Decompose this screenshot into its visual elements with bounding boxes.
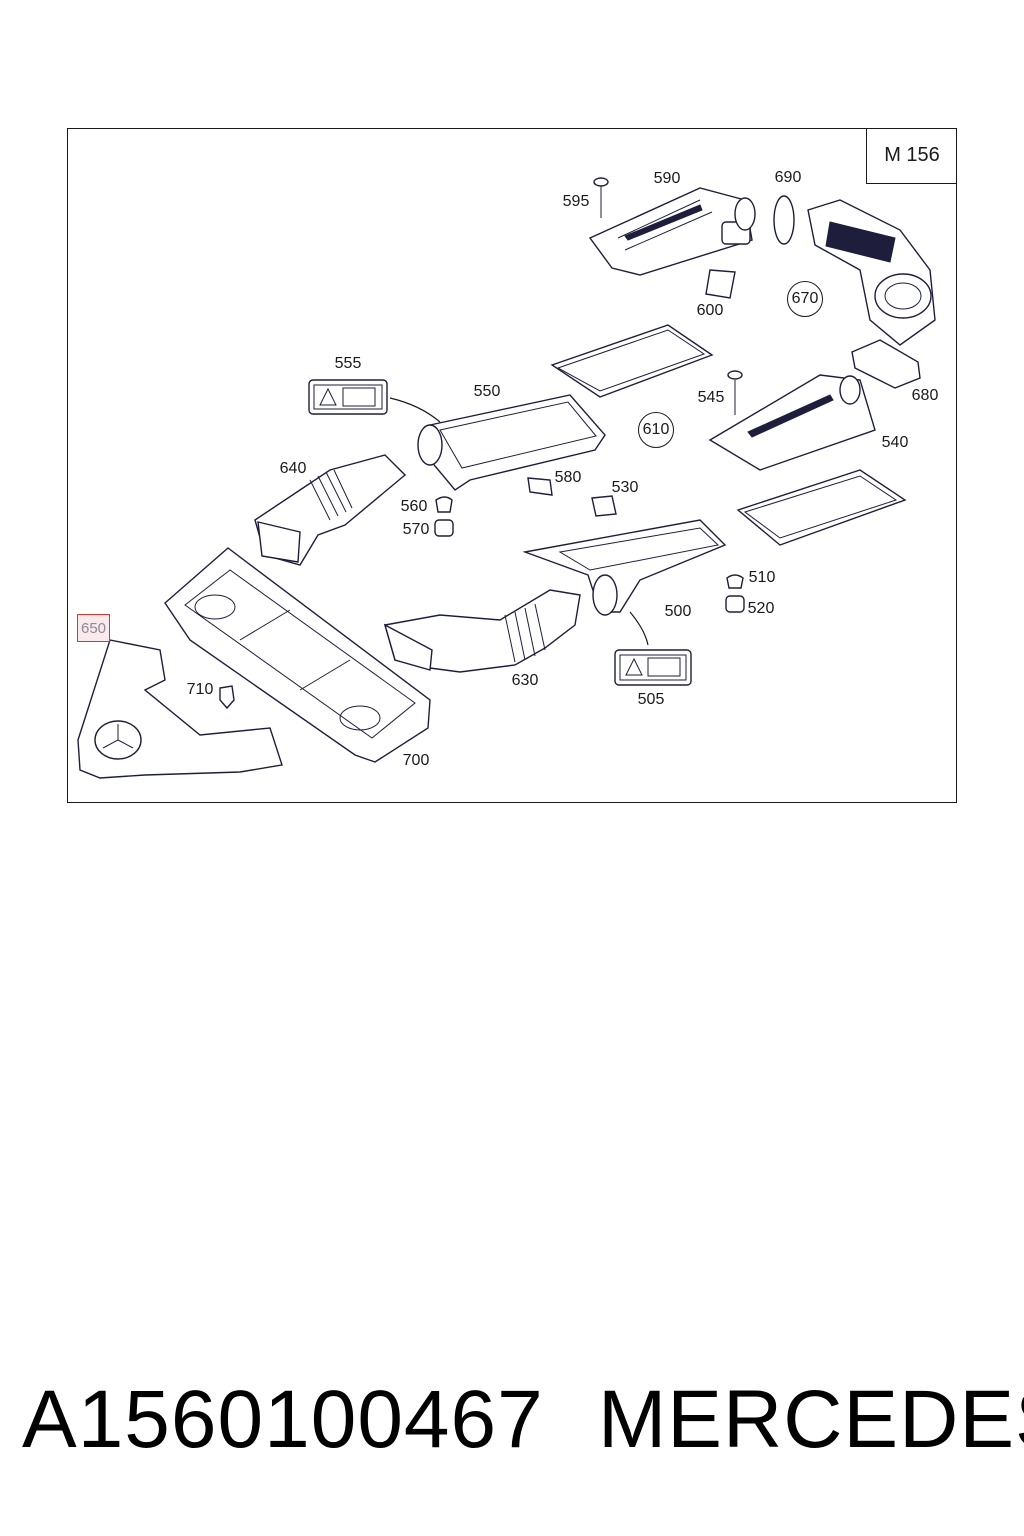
part-number: A1560100467 <box>22 1374 544 1465</box>
callout-610[interactable]: 610 <box>638 412 674 448</box>
callout-650-highlighted[interactable]: 650 <box>77 614 110 642</box>
callout-530[interactable]: 530 <box>611 479 639 496</box>
callout-570[interactable]: 570 <box>402 521 430 538</box>
part-510-clip <box>726 574 744 589</box>
part-610-filter-upper <box>550 324 714 398</box>
part-555-label <box>308 379 388 415</box>
part-550-airbox-housing <box>417 394 606 491</box>
part-670-intake-duct <box>807 199 936 346</box>
part-545-bolt <box>727 370 743 415</box>
part-710-clip <box>219 685 235 710</box>
brand-name: MERCEDES <box>598 1374 1024 1465</box>
part-560-clip <box>435 496 453 513</box>
part-540-airbox-cover <box>708 374 876 471</box>
callout-580[interactable]: 580 <box>554 469 582 486</box>
part-530-clip <box>591 495 617 517</box>
callout-555[interactable]: 555 <box>334 355 362 372</box>
part-505-label <box>614 649 692 686</box>
part-680-gasket <box>851 339 921 389</box>
callout-595[interactable]: 595 <box>562 193 590 210</box>
callout-540[interactable]: 540 <box>881 434 909 451</box>
callout-500[interactable]: 500 <box>664 603 692 620</box>
part-630-hose <box>383 589 581 673</box>
part-570-grommet <box>434 519 454 537</box>
part-520-grommet <box>725 595 745 613</box>
part-650-engine-cover <box>77 639 283 779</box>
part-610-filter-lower <box>736 469 907 546</box>
part-500-airbox-housing <box>522 519 727 616</box>
callout-700[interactable]: 700 <box>402 752 430 769</box>
part-690-ring <box>773 195 795 245</box>
part-600-wedge <box>705 269 736 299</box>
callout-600[interactable]: 600 <box>696 302 724 319</box>
diagram-frame <box>67 128 957 803</box>
part-590-airbox-cover <box>588 187 756 276</box>
callout-640[interactable]: 640 <box>279 460 307 477</box>
callout-550[interactable]: 550 <box>473 383 501 400</box>
callout-545[interactable]: 545 <box>697 389 725 406</box>
callout-560[interactable]: 560 <box>400 498 428 515</box>
callout-590[interactable]: 590 <box>653 170 681 187</box>
callout-680[interactable]: 680 <box>911 387 939 404</box>
part-595-bolt <box>593 177 609 218</box>
callout-690[interactable]: 690 <box>774 169 802 186</box>
callout-630[interactable]: 630 <box>511 672 539 689</box>
part-700-tray <box>164 547 431 763</box>
callout-505[interactable]: 505 <box>637 691 665 708</box>
callout-710[interactable]: 710 <box>186 681 214 698</box>
callout-510[interactable]: 510 <box>748 569 776 586</box>
footer: A1560100467 MERCEDES <box>0 1370 1024 1470</box>
model-code: M 156 <box>884 144 940 166</box>
callout-650-label: 650 <box>80 619 107 637</box>
callout-670[interactable]: 670 <box>787 281 823 317</box>
part-580-clip <box>527 477 553 496</box>
callout-520[interactable]: 520 <box>747 600 775 617</box>
model-code-box: M 156 <box>866 128 957 184</box>
part-640-hose <box>254 454 407 566</box>
